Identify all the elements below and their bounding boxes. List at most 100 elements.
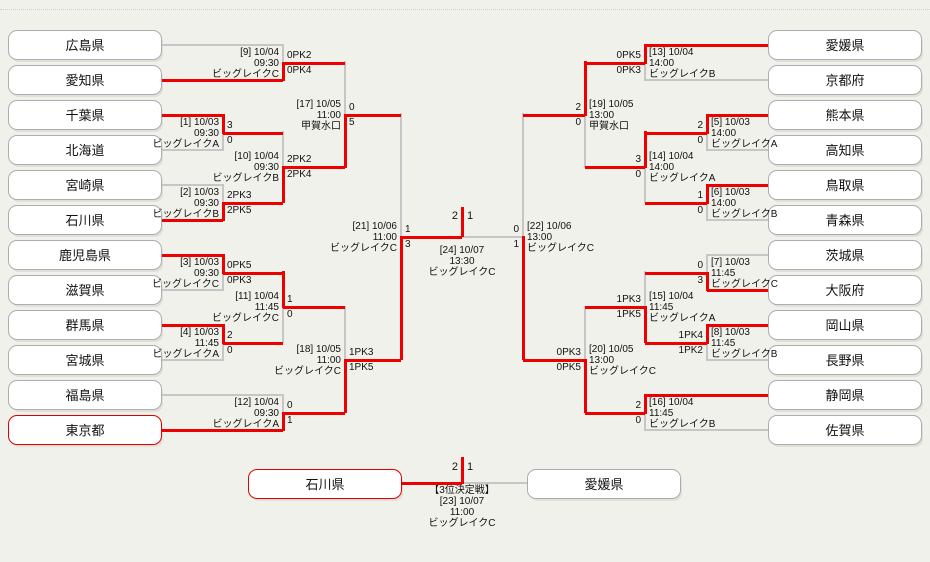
connector-line — [282, 394, 284, 414]
match-score-top: 0 — [513, 224, 519, 235]
connector-line — [162, 254, 223, 257]
match-venue: ビッグレイクB — [711, 349, 778, 360]
match-number-date: [9] 10/04 — [240, 47, 279, 58]
match-score-top: 0PK2 — [287, 50, 312, 61]
connector-line — [706, 202, 708, 221]
match-time: 14:00 — [649, 162, 675, 173]
match-venue: ビッグレイクA — [649, 313, 716, 324]
match-number-date: [5] 10/03 — [711, 117, 750, 128]
match-score-bottom: 0PK3 — [227, 275, 252, 286]
third-score-left: 2 — [451, 461, 458, 473]
match-venue: ビッグレイクC — [211, 313, 279, 324]
connector-line — [585, 412, 645, 415]
champion-flag — [461, 207, 464, 237]
match-score-top: 2PK2 — [287, 154, 312, 165]
match-score-top: 0PK3 — [556, 347, 581, 358]
connector-line — [645, 44, 768, 47]
connector-line — [400, 113, 402, 238]
connector-line — [707, 359, 768, 361]
team-box: 広島県 — [8, 30, 162, 60]
connector-line — [345, 114, 401, 117]
team-name: 千葉県 — [65, 108, 105, 123]
match-venue: ビッグレイクC — [211, 69, 279, 80]
match-venue: ビッグレイクA — [212, 419, 279, 430]
match-venue: ビッグレイクB — [649, 69, 716, 80]
team-name: 茨城県 — [825, 248, 865, 263]
connector-line — [584, 61, 587, 116]
connector-line — [222, 132, 224, 151]
connector-line — [706, 184, 709, 204]
connector-line — [223, 132, 283, 135]
match-score-bottom: 0 — [697, 205, 703, 216]
match-score-bottom: 1PK5 — [616, 309, 641, 320]
match-time: 13:30 — [449, 256, 475, 267]
connector-line — [282, 271, 285, 308]
connector-line — [644, 394, 647, 414]
connector-line — [707, 289, 768, 292]
team-name: 岡山県 — [825, 318, 865, 333]
team-box: 青森県 — [768, 205, 922, 235]
match-time: 09:30 — [253, 162, 279, 173]
connector-line — [222, 272, 224, 291]
match-score-top: 0 — [697, 260, 703, 271]
team-name: 滋賀県 — [65, 283, 105, 298]
match-number-date: [8] 10/03 — [711, 327, 750, 338]
connector-line — [707, 324, 768, 327]
team-box: 宮崎県 — [8, 170, 162, 200]
team-name: 北海道 — [65, 143, 105, 158]
connector-line — [283, 166, 345, 169]
match-venue: ビッグレイクC — [151, 279, 219, 290]
connector-line — [584, 359, 587, 413]
team-name: 京都府 — [825, 73, 865, 88]
connector-line — [162, 359, 223, 361]
team-box: 高知県 — [768, 135, 922, 165]
team-name: 静岡県 — [825, 388, 865, 403]
match-number-date: [24] 10/07 — [439, 245, 485, 256]
team-box: 鹿児島県 — [8, 240, 162, 270]
connector-line — [162, 324, 223, 327]
match-number-date: [15] 10/04 — [649, 291, 694, 302]
team-name: 石川県 — [305, 477, 345, 492]
team-name: 愛媛県 — [584, 477, 624, 492]
match-score-top: 2 — [635, 400, 641, 411]
match-time: 09:30 — [253, 58, 279, 69]
match-venue: ビッグレイクB — [711, 209, 778, 220]
connector-line — [282, 306, 284, 343]
match-number-date: [16] 10/04 — [649, 397, 694, 408]
connector-line — [644, 44, 647, 64]
match-score-top: 1 — [697, 190, 703, 201]
connector-line — [282, 412, 285, 431]
match-time: 11:45 — [194, 338, 219, 349]
match-time: 14:00 — [649, 58, 675, 69]
connector-line — [222, 114, 225, 134]
team-name: 福島県 — [65, 388, 105, 403]
connector-line — [706, 114, 709, 134]
match-score-top: 2 — [697, 120, 703, 131]
match-number-date: [2] 10/03 — [180, 187, 219, 198]
match-score-bottom: 1 — [513, 239, 519, 250]
match-number-date: [1] 10/03 — [180, 117, 219, 128]
match-number-date: [3] 10/03 — [180, 257, 219, 268]
match-venue: ビッグレイクA — [649, 173, 716, 184]
match-number-date: [7] 10/03 — [711, 257, 750, 268]
match-score-bottom: 1 — [287, 415, 293, 426]
team-name: 愛知県 — [65, 73, 105, 88]
connector-line — [283, 306, 345, 309]
team-box: 宮城県 — [8, 345, 162, 375]
connector-line — [283, 412, 345, 415]
team-name: 広島県 — [65, 38, 105, 53]
connector-line — [162, 79, 283, 82]
match-score-bottom: 0 — [575, 117, 581, 128]
connector-line — [282, 62, 285, 81]
match-time: 13:00 — [589, 355, 615, 366]
connector-line — [644, 412, 646, 431]
connector-line — [223, 272, 283, 275]
match-time: 11:00 — [449, 507, 475, 518]
